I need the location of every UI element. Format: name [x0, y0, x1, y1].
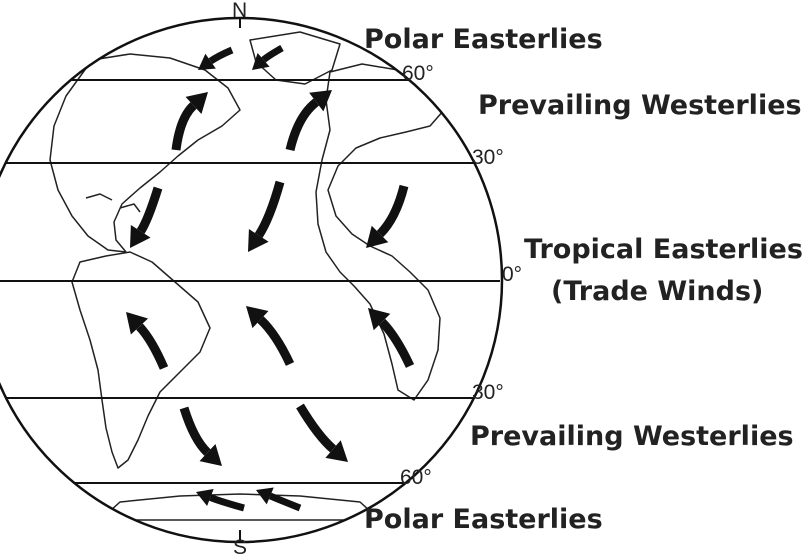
caribbean-outline [85, 193, 141, 213]
wind-label-polar-easterlies-south: Polar Easterlies [364, 504, 603, 535]
arrow-westerly-north-2-shaft [285, 98, 320, 152]
wind-label-prevailing-westerlies-north: Prevailing Westerlies [478, 90, 802, 121]
arrow-westerly-north-1-shaft [171, 102, 197, 151]
wind-arrows [126, 44, 415, 512]
arrow-trade-north-3-shaft [376, 184, 409, 238]
wind-label-trade-winds: (Trade Winds) [551, 276, 764, 307]
latitude-label-60n: 60° [402, 62, 434, 85]
wind-label-prevailing-westerlies-south: Prevailing Westerlies [470, 421, 794, 452]
arrow-trade-south-3-shaft [378, 318, 415, 368]
north-america-outline [49, 53, 241, 253]
arrow-westerly-north-2 [285, 90, 332, 152]
arrow-trade-north-1-shaft [136, 186, 163, 234]
south-pole-label: S [233, 536, 248, 559]
arrow-trade-north-2-shaft [254, 180, 285, 238]
arrow-polar-north-2-shaft [261, 44, 284, 63]
arrow-trade-south-1-head [126, 312, 149, 335]
arrow-polar-north-1 [198, 46, 234, 70]
arrow-polar-north-2 [252, 44, 284, 70]
arrow-westerly-north-1-head [185, 92, 208, 115]
arrow-westerly-south-1-head [199, 443, 222, 466]
arrow-polar-south-1-shaft [209, 494, 245, 512]
arrow-polar-south-2-shaft [268, 492, 302, 512]
latitude-lines [0, 79, 500, 484]
arrow-polar-south-1-head [196, 489, 214, 507]
arrow-trade-south-1-shaft [136, 323, 169, 370]
wind-label-tropical-easterlies: Tropical Easterlies [524, 234, 803, 265]
europe-africa-outline [315, 63, 445, 401]
arrow-westerly-south-2-head [325, 440, 348, 462]
arrow-polar-south-2-head [256, 487, 274, 505]
wind-label-polar-easterlies-north: Polar Easterlies [364, 24, 603, 55]
arrow-polar-south-2 [256, 487, 302, 512]
south-america-outline [71, 251, 211, 469]
arrow-westerly-south-1-shaft [179, 406, 211, 456]
latitude-label-equator: 0° [502, 263, 523, 286]
arrow-trade-south-3-head [368, 308, 391, 331]
arrow-trade-north-2 [248, 180, 285, 252]
arrow-westerly-south-2-shaft [296, 403, 337, 453]
arrow-trade-south-1 [126, 312, 169, 370]
antarctica-outline [99, 493, 381, 521]
latitude-label-60s: 60° [400, 466, 432, 489]
arrow-trade-north-3 [366, 184, 409, 248]
arrow-westerly-south-2 [296, 403, 348, 462]
arrow-polar-south-1 [196, 489, 245, 512]
arrow-trade-south-2 [246, 306, 295, 366]
arrow-trade-south-2-shaft [257, 316, 295, 366]
arrow-trade-south-3 [368, 308, 415, 368]
arrow-westerly-north-1 [171, 92, 208, 151]
arrow-polar-north-1-shaft [208, 46, 234, 65]
north-pole-label: N [232, 0, 248, 22]
latitude-label-30n: 30° [472, 146, 504, 169]
arrow-westerly-north-2-head [309, 90, 332, 112]
continent-outlines [49, 31, 445, 521]
arrow-trade-south-2-head [246, 306, 269, 329]
arrow-trade-north-3-head [366, 225, 389, 248]
globe [0, 31, 500, 521]
arrow-trade-north-1 [130, 186, 163, 248]
arrow-polar-north-1-head [198, 53, 216, 70]
arrow-westerly-south-1 [179, 406, 222, 466]
latitude-label-30s: 30° [472, 381, 504, 404]
arrow-trade-north-2-head [248, 229, 269, 252]
arrow-trade-north-1-head [130, 225, 151, 248]
arrow-polar-north-2-head [252, 53, 270, 70]
